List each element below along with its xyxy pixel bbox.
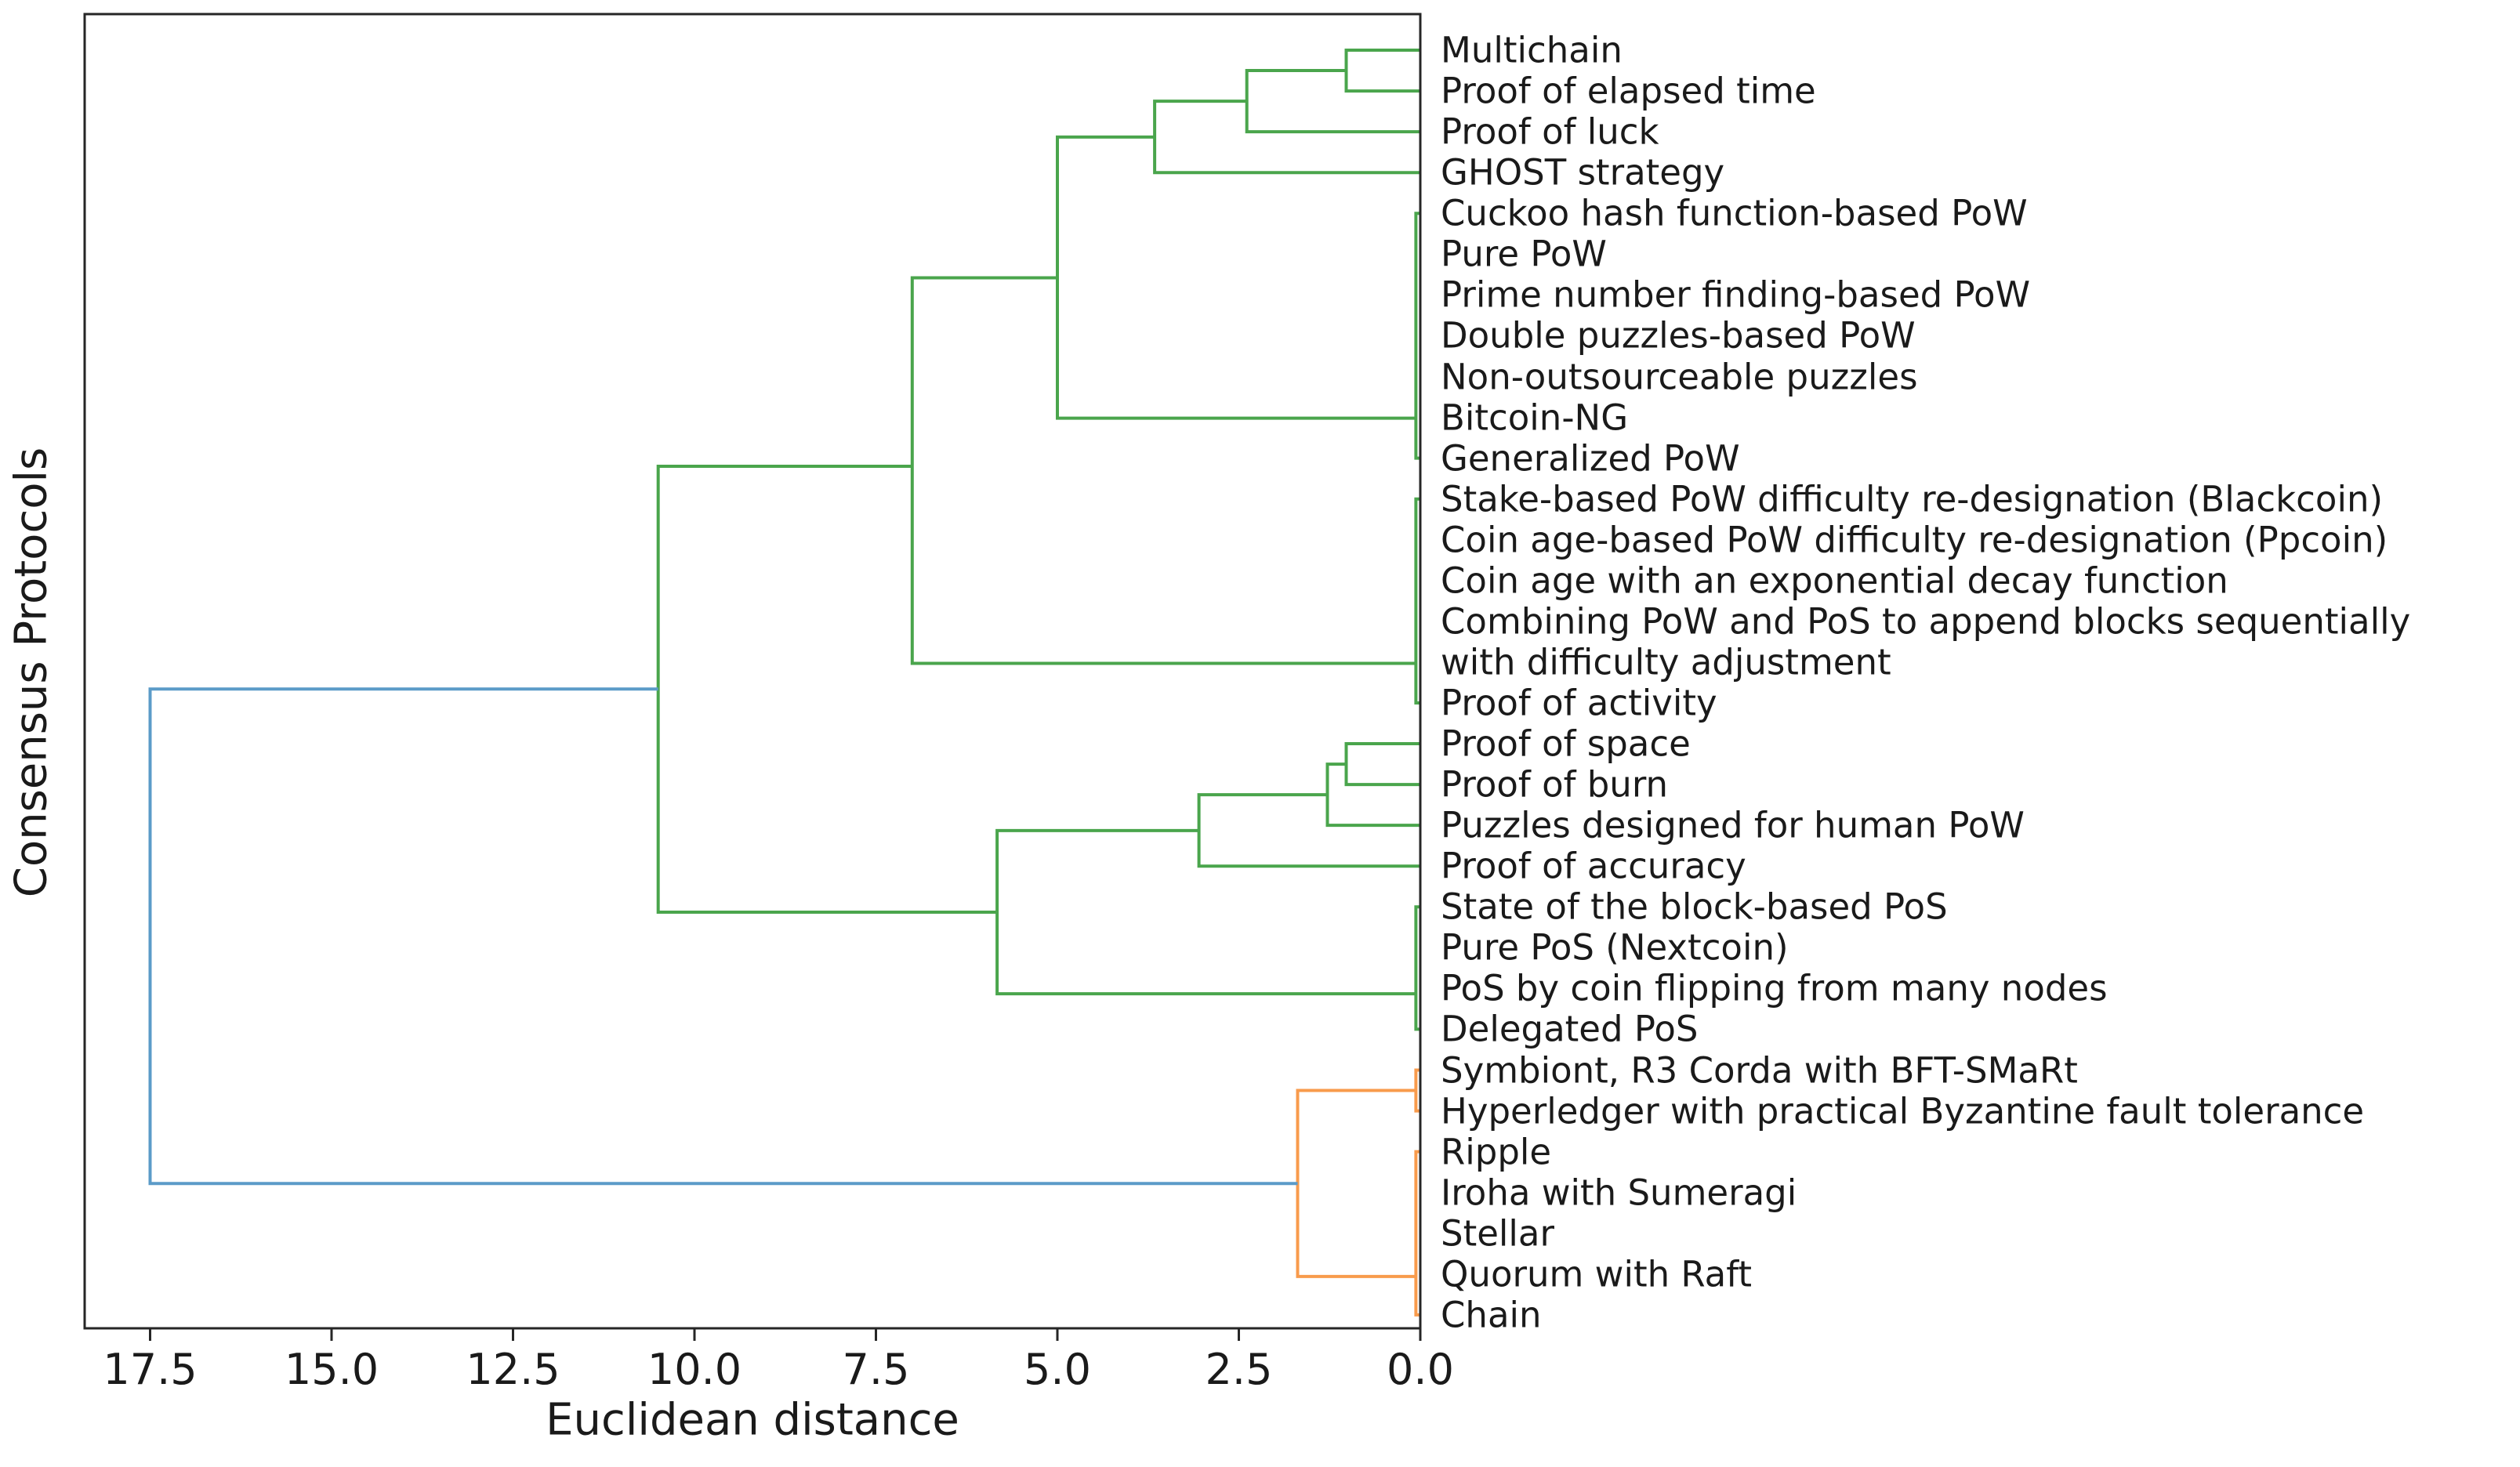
dendrogram-link-green bbox=[1344, 49, 1420, 93]
leaf-label: with difficulty adjustment bbox=[1441, 641, 1891, 683]
x-tick-label: 15.0 bbox=[284, 1345, 379, 1394]
leaf-label: Proof of space bbox=[1441, 723, 1691, 765]
leaf-label: Proof of activity bbox=[1441, 682, 1717, 724]
dendrogram-link-green bbox=[1344, 742, 1420, 787]
leaf-label: Quorum with Raft bbox=[1441, 1253, 1752, 1295]
dendrogram-link-green bbox=[1153, 100, 1420, 175]
x-tick-label: 2.5 bbox=[1205, 1345, 1273, 1394]
dendrogram-link-green bbox=[1056, 135, 1416, 420]
y-axis-title: Consensus Protocols bbox=[5, 447, 57, 898]
leaf-label: Ripple bbox=[1441, 1130, 1552, 1172]
dendrogram-link-green bbox=[656, 465, 998, 914]
leaf-label: Bitcoin-NG bbox=[1441, 396, 1629, 438]
leaf-label: Prime number finding-based PoW bbox=[1441, 273, 2031, 316]
x-tick-label: 17.5 bbox=[103, 1345, 198, 1394]
leaf-label: Cuckoo hash function-based PoW bbox=[1441, 192, 2028, 234]
x-tick-label: 5.0 bbox=[1024, 1345, 1091, 1394]
leaf-label: Hyperledger with practical Byzantine fau… bbox=[1441, 1089, 2365, 1132]
leaf-label: Combining PoW and PoS to append blocks s… bbox=[1441, 600, 2411, 643]
leaf-label: Symbiont, R3 Corda with BFT-SMaRt bbox=[1441, 1049, 2078, 1091]
leaf-label: Coin age with an exponential decay funct… bbox=[1441, 560, 2228, 602]
leaf-label: Pure PoS (Nextcoin) bbox=[1441, 926, 1789, 969]
dendrogram-link-green bbox=[1325, 762, 1420, 828]
leaf-label: Proof of elapsed time bbox=[1441, 70, 1816, 112]
leaf-label: Coin age-based PoW difficulty re-designa… bbox=[1441, 519, 2388, 561]
x-tick-label: 0.0 bbox=[1387, 1345, 1454, 1394]
plot-border bbox=[83, 13, 1422, 1330]
leaf-label: State of the block-based PoS bbox=[1441, 886, 1948, 928]
dendrogram-link-orange bbox=[1296, 1088, 1416, 1278]
leaf-label: Proof of accuracy bbox=[1441, 845, 1746, 887]
leaf-label: Puzzles designed for human PoW bbox=[1441, 804, 2025, 846]
leaf-label: Non-outsourceable puzzles bbox=[1441, 355, 1918, 397]
leaf-label: Iroha with Sumeragi bbox=[1441, 1172, 1797, 1214]
dendrogram-link-green bbox=[1414, 497, 1420, 705]
leaf-label: GHOST strategy bbox=[1441, 151, 1725, 194]
x-tick-label: 7.5 bbox=[842, 1345, 910, 1394]
leaf-label: Stellar bbox=[1441, 1212, 1554, 1255]
dendrogram-link-green bbox=[1414, 212, 1420, 460]
x-tick-label: 10.0 bbox=[647, 1345, 742, 1394]
leaf-label: Chain bbox=[1441, 1294, 1542, 1336]
dendrogram-link-green bbox=[1197, 793, 1420, 868]
leaf-label: Proof of burn bbox=[1441, 763, 1669, 806]
dendrogram-link-green bbox=[1245, 69, 1420, 134]
leaf-label: Proof of luck bbox=[1441, 110, 1659, 153]
dendrogram-link-green bbox=[995, 828, 1416, 996]
leaf-label: Double puzzles-based PoW bbox=[1441, 314, 1916, 357]
x-tick-label: 12.5 bbox=[466, 1345, 560, 1394]
leaf-label: Pure PoW bbox=[1441, 233, 1607, 275]
leaf-label: Generalized PoW bbox=[1441, 436, 1740, 479]
leaf-label: Stake-based PoW difficulty re-designatio… bbox=[1441, 478, 2384, 520]
dendrogram-link-orange bbox=[1414, 1150, 1420, 1317]
leaf-label: Multichain bbox=[1441, 29, 1623, 71]
x-axis-title: Euclidean distance bbox=[546, 1394, 959, 1446]
leaf-label: Delegated PoS bbox=[1441, 1008, 1699, 1050]
dendrogram-link-green bbox=[910, 276, 1416, 665]
dendrogram-link-blue bbox=[148, 687, 1298, 1186]
leaf-label: PoS by coin flipping from many nodes bbox=[1441, 967, 2108, 1009]
dendrogram-link-green bbox=[1414, 905, 1420, 1031]
